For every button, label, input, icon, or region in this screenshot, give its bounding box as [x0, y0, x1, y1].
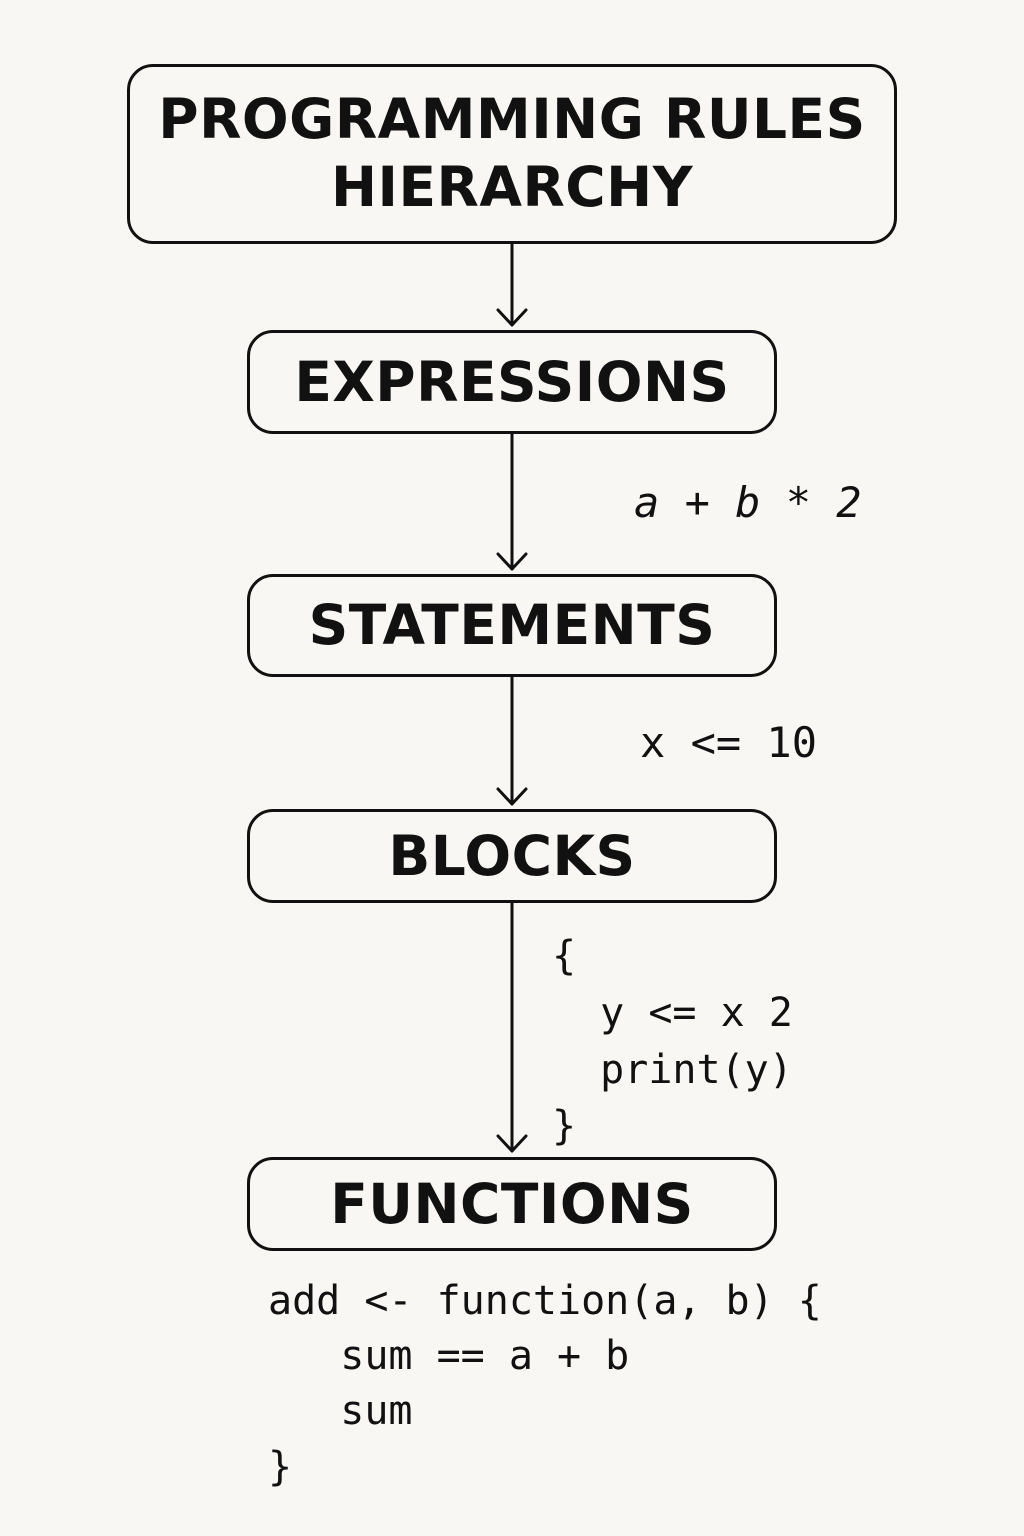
- statements-label: STATEMENTS: [308, 593, 716, 657]
- arrow-statements-to-blocks: [496, 675, 528, 806]
- expressions-node: EXPRESSIONS: [247, 330, 777, 434]
- blocks-label: BLOCKS: [388, 823, 636, 888]
- title-line-1: PROGRAMMING RULES: [158, 87, 866, 152]
- expression-example: a + b * 2: [634, 478, 862, 527]
- title-node: PROGRAMMING RULES HIERARCHY: [127, 64, 897, 244]
- statements-node: STATEMENTS: [247, 574, 777, 677]
- blocks-node: BLOCKS: [247, 809, 777, 903]
- arrow-expressions-to-statements: [496, 432, 528, 571]
- title-line-2: HIERARCHY: [330, 155, 694, 219]
- expressions-label: EXPRESSIONS: [294, 349, 730, 414]
- functions-node: FUNCTIONS: [247, 1157, 777, 1251]
- block-example: { y <= x 2 print(y) }: [552, 933, 793, 1150]
- arrow-title-to-expressions: [496, 242, 528, 327]
- arrow-blocks-to-functions: [496, 901, 528, 1153]
- statement-example: x <= 10: [640, 718, 818, 767]
- functions-label: FUNCTIONS: [330, 1171, 694, 1236]
- function-example: add <- function(a, b) { sum == a + b sum…: [268, 1278, 822, 1490]
